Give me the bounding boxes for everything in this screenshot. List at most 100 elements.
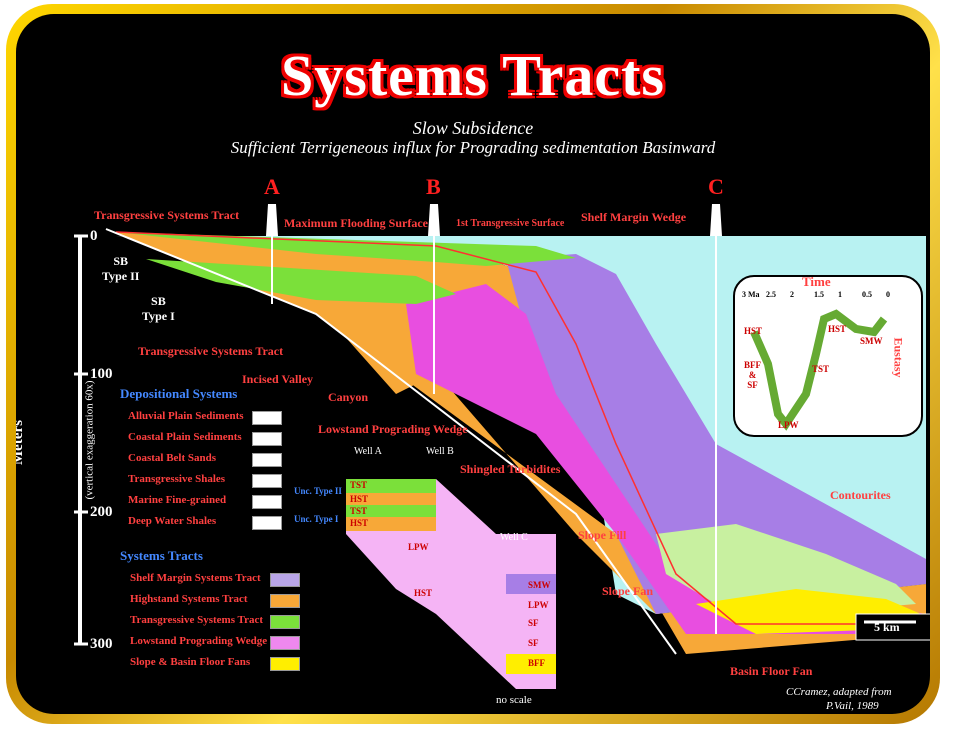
tick-300: 300 (90, 636, 113, 652)
derrick-c (710, 204, 722, 236)
black-panel: Systems Tracts Slow Subsidence Sufficien… (16, 14, 930, 714)
legend-st-swatch (270, 636, 300, 650)
sb-line (105, 228, 677, 655)
inset-c-tag-3: SF (528, 618, 539, 628)
sea-level-label: sea level (872, 222, 911, 234)
subtitle-2: Sufficient Terrigeneous influx for Progr… (230, 138, 716, 157)
cross-section-diagram (74, 204, 930, 689)
well-label-a: A (264, 174, 280, 199)
eustasy-xtick: 2 (790, 290, 794, 299)
axis-sublabel: (vertical exaggeration 60x) (83, 380, 96, 500)
label-slope-fill: Slope Fill (578, 528, 627, 542)
inset-a-tag-4: HST (350, 518, 369, 528)
label-tst-top: Transgressive Systems Tract (94, 208, 240, 222)
label-lpw: Lowstand Prograding Wedge (318, 422, 468, 436)
legend-dep-swatch (252, 411, 282, 425)
eustasy-xtick: 1.5 (814, 290, 824, 299)
inset-c-tag-5: BFF (528, 658, 545, 668)
eustasy-ylabel: Eustasy (891, 337, 906, 378)
label-mfs: Maximum Flooding Surface (284, 216, 428, 230)
legend-dep-swatch (252, 495, 282, 509)
eustasy-tag-smw: SMW (860, 336, 883, 346)
page-title: Systems Tracts (281, 43, 665, 108)
legend-dep-swatch (252, 516, 282, 530)
legend-dep-item: Marine Fine-grained (128, 494, 227, 506)
eustasy-xtick: 3 Ma (742, 290, 760, 299)
legend-dep-item: Coastal Plain Sediments (128, 431, 242, 443)
eustasy-title: Time (802, 274, 831, 289)
well-label-c: C (708, 174, 724, 199)
tick-0: 0 (90, 228, 98, 244)
tst-top (116, 232, 576, 266)
well-label-b: B (426, 174, 441, 199)
eustasy-curve (750, 309, 888, 431)
label-smw: Shelf Margin Wedge (581, 210, 687, 224)
inset-a-tag-1: TST (350, 480, 368, 490)
legend-st-title: Systems Tracts (120, 548, 203, 563)
inset-a-tag-3: TST (350, 506, 368, 516)
legend-dep-swatch (252, 474, 282, 488)
label-tst-low: Transgressive Systems Tract (138, 344, 284, 358)
inset-unc1: Unc. Type I (294, 514, 339, 524)
derrick-b (428, 204, 440, 236)
inset-c-tag-4: SF (528, 638, 539, 648)
label-sb1: SB Type I (142, 294, 175, 323)
axis-label: Meters (16, 420, 26, 465)
derrick-a (266, 204, 278, 236)
legend-st-swatch (270, 657, 300, 671)
tick-100: 100 (90, 366, 113, 382)
legend-st-item: Highstand Systems Tract (130, 593, 248, 605)
credit-line-2: P.Vail, 1989 (826, 700, 879, 712)
inset-well-c: Well C (500, 532, 528, 543)
inset-a-tag-2: HST (350, 494, 369, 504)
eustasy-tag-bff: BFF & SF (744, 360, 761, 390)
label-incised: Incised Valley (242, 372, 314, 386)
label-bff: Basin Floor Fan (730, 664, 813, 678)
legend-st-swatch (270, 594, 300, 608)
scale-box (855, 613, 930, 641)
scale-label: 5 km (874, 620, 900, 634)
legend-dep-item: Deep Water Shales (128, 515, 217, 527)
eustasy-xtick: 0.5 (862, 290, 872, 299)
inset-well-b: Well B (426, 446, 454, 457)
inset-well-a: Well A (354, 446, 382, 457)
label-slope-fan: Slope Fan (602, 584, 654, 598)
legend-st-item: Slope & Basin Floor Fans (130, 656, 251, 668)
seafloor-line (115, 231, 926, 625)
label-contourites: Contourites (830, 488, 891, 502)
legend-dep-item: Alluvial Plain Sediments (128, 410, 244, 422)
inset-c-tag-1: SMW (528, 580, 551, 590)
legend-dep-swatch (252, 453, 282, 467)
legend-st-swatch (270, 615, 300, 629)
legend-dep-item: Transgressive Shales (128, 473, 226, 485)
legend-st-item: Transgressive Systems Tract (130, 614, 264, 626)
legend-dep-title: Depositional Systems (120, 386, 238, 401)
tick-200: 200 (90, 504, 113, 520)
lpw-wedge (406, 284, 926, 634)
eustasy-tag-hst1: HST (744, 326, 763, 336)
eustasy-xtick: 2.5 (766, 290, 776, 299)
slope-fan (656, 524, 916, 614)
no-scale-label: no scale (496, 694, 532, 706)
eustasy-tag-hst2: HST (828, 324, 847, 334)
legend-st-item: Lowstand Prograding Wedge (130, 635, 268, 647)
legend-dep-swatch (252, 432, 282, 446)
inset-wells-panel (346, 479, 556, 689)
gold-frame: Systems Tracts Slow Subsidence Sufficien… (6, 4, 940, 724)
label-sb2: SB Type II (102, 254, 140, 283)
legend-dep-item: Coastal Belt Sands (128, 452, 217, 464)
credit-line-1: CCramez, adapted from (786, 686, 892, 698)
inset-c-tag-2: LPW (528, 600, 549, 610)
legend-st-item: Shelf Margin Systems Tract (130, 572, 261, 584)
eustasy-xtick: 1 (838, 290, 842, 299)
label-shingled: Shingled Turbidites (460, 462, 561, 476)
eustasy-tag-tst: TST (812, 364, 830, 374)
eustasy-xtick: 0 (886, 290, 890, 299)
inset-b-tag-2: HST (414, 588, 433, 598)
eustasy-tag-lpw: LPW (778, 420, 799, 430)
tst-lower (146, 259, 456, 304)
legend-st-swatch (270, 573, 300, 587)
subtitle-1: Slow Subsidence (412, 118, 534, 138)
inset-unc2: Unc. Type II (294, 486, 342, 496)
label-canyon: Canyon (328, 390, 369, 404)
